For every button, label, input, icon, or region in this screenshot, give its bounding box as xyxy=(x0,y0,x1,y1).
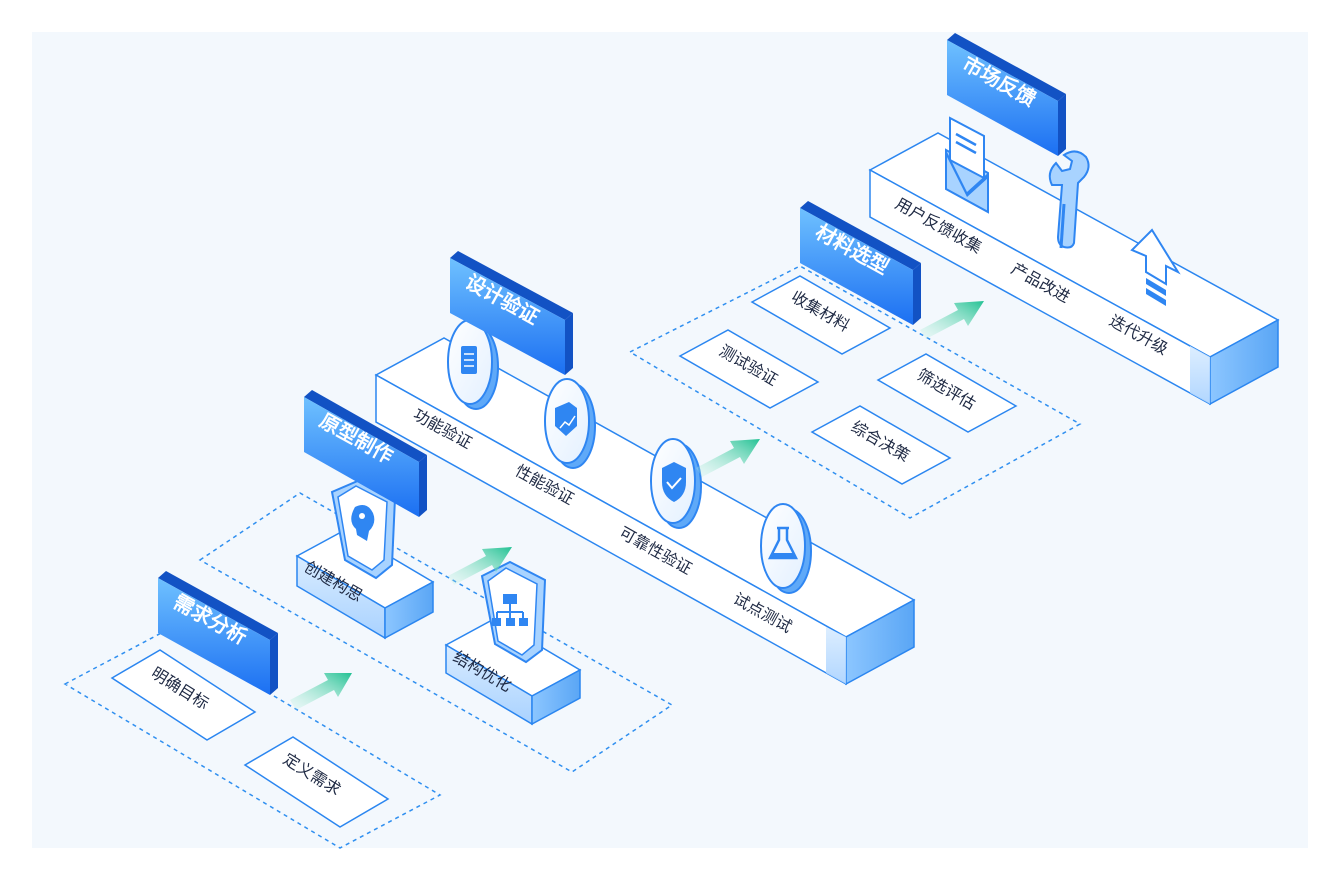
green-arrow-icon xyxy=(290,673,352,710)
design-tag: 设计验证 xyxy=(450,251,573,375)
prototype-tag: 原型制作 xyxy=(304,390,427,517)
prototype-dashed-frame xyxy=(198,492,674,773)
material-item-3: 筛选评估 xyxy=(876,353,1018,433)
prototype-item-2: 结构优化 xyxy=(444,560,582,726)
green-arrow-icon xyxy=(448,547,512,585)
stage-design: 功能验证 性能验证 可靠性验证 试点测试 xyxy=(374,251,916,686)
upgrade-arrow-icon xyxy=(1130,228,1181,306)
stage-feedback: 用户反馈收集 产品改进 迭代升级 市场反馈 xyxy=(868,33,1280,406)
material-dashed-frame xyxy=(628,265,1082,519)
material-tag: 材料选型 xyxy=(800,201,921,325)
flask-icon xyxy=(760,503,812,594)
org-chart-icon xyxy=(480,560,547,664)
stage-prototype: 创建构思 结构优化 xyxy=(198,390,674,773)
stage-material: 收集材料 测试验证 筛选评估 综合决策 材料选型 xyxy=(628,201,1082,519)
green-arrow-icon xyxy=(696,439,760,477)
lightbulb-head-icon xyxy=(330,478,397,580)
requirements-tag: 需求分析 xyxy=(158,571,278,695)
document-icon xyxy=(447,319,499,410)
shield-check-icon xyxy=(650,438,702,529)
requirements-item-1: 明确目标 xyxy=(110,649,257,741)
material-item-4: 综合决策 xyxy=(810,405,952,485)
growth-chart-icon xyxy=(544,378,596,469)
wrench-icon xyxy=(1048,150,1090,249)
material-item-1: 收集材料 xyxy=(750,275,892,355)
requirements-dashed-frame xyxy=(63,630,442,849)
stage-requirements: 明确目标 定义需求 需求分析 xyxy=(63,571,442,849)
feedback-mail-icon xyxy=(945,116,989,214)
green-arrow-icon xyxy=(920,301,984,339)
feedback-tag: 市场反馈 xyxy=(947,33,1066,156)
